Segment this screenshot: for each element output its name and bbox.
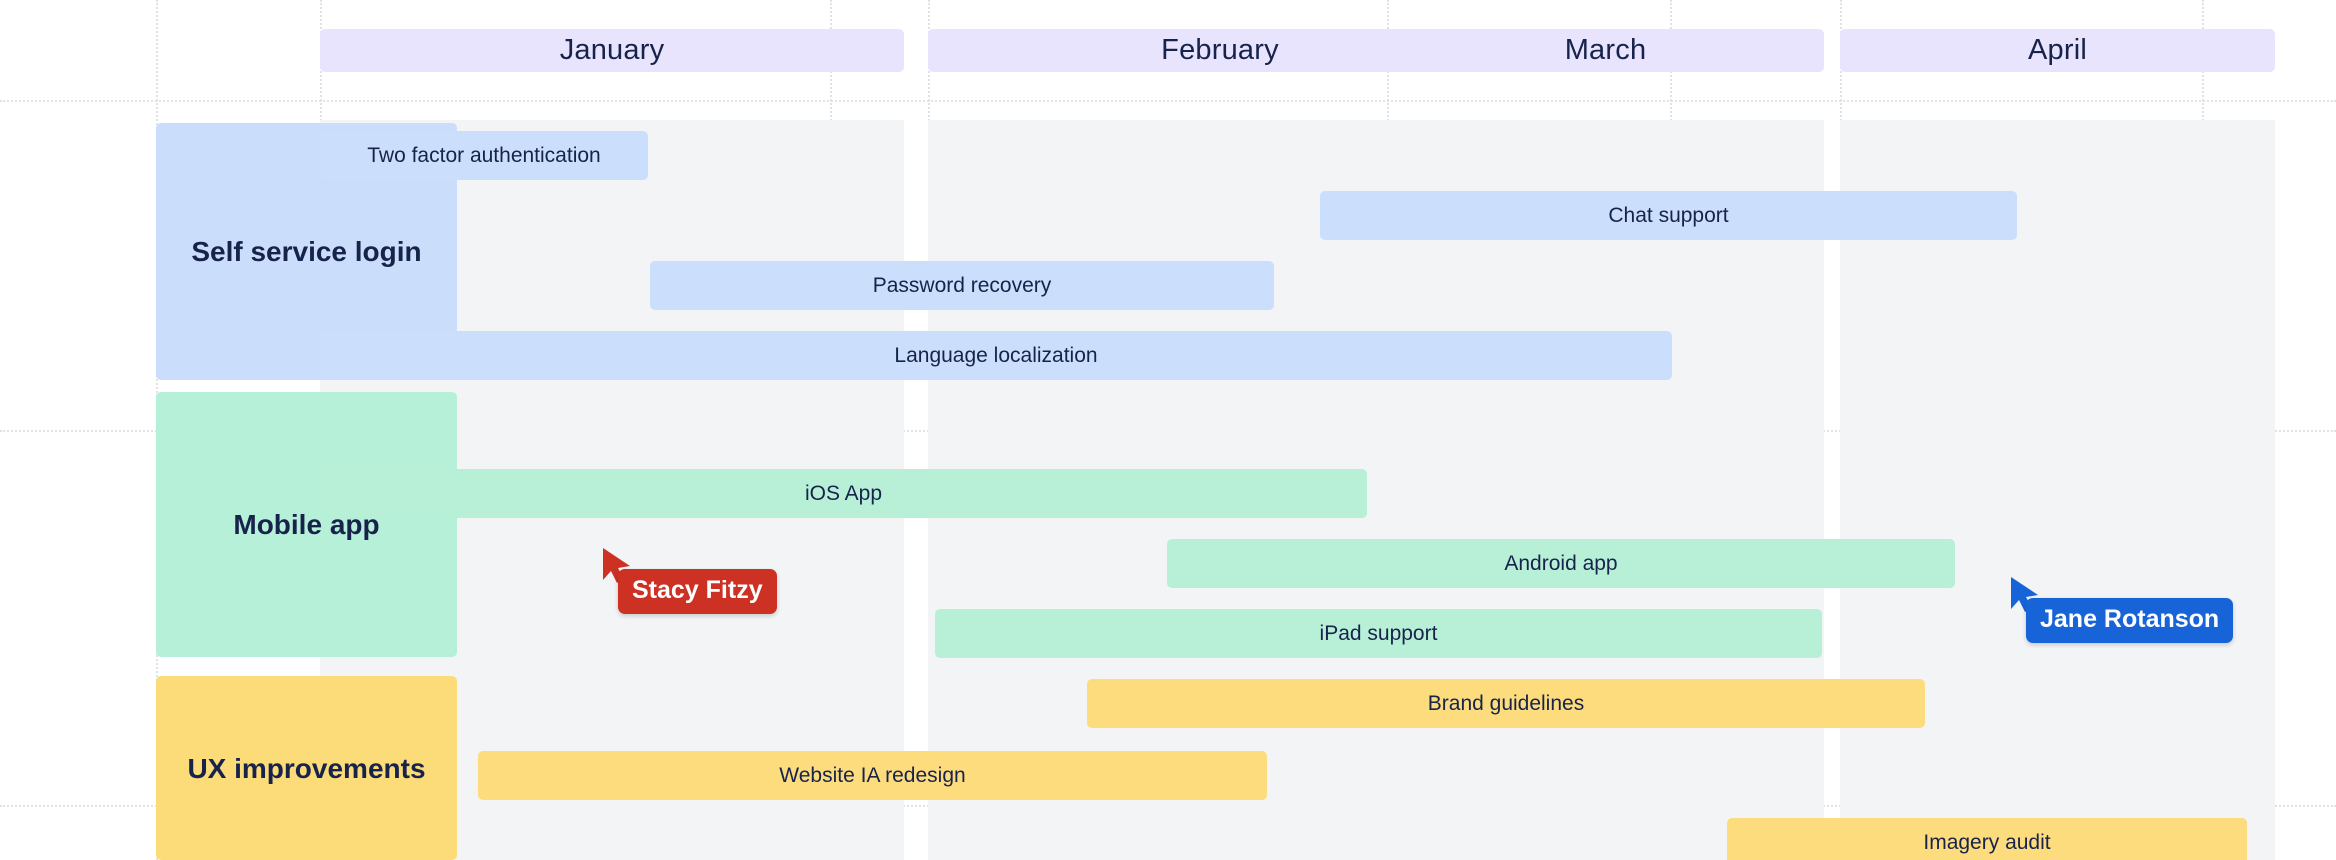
month-header-march[interactable]: March — [1387, 29, 1824, 72]
task-bar-chat-support[interactable]: Chat support — [1320, 191, 2017, 240]
month-header-january[interactable]: January — [320, 29, 904, 72]
task-bar-two-factor-authentication[interactable]: Two factor authentication — [320, 131, 648, 180]
month-track-march — [1387, 120, 1824, 860]
month-track-april — [1840, 120, 2275, 860]
guide-line-horizontal-0 — [0, 100, 2336, 102]
task-bar-imagery-audit[interactable]: Imagery audit — [1727, 818, 2247, 860]
group-card-mobile-app[interactable]: Mobile app — [156, 392, 457, 657]
month-header-april[interactable]: April — [1840, 29, 2275, 72]
group-card-ux-improvements[interactable]: UX improvements — [156, 676, 457, 860]
task-bar-password-recovery[interactable]: Password recovery — [650, 261, 1274, 310]
task-bar-language-localization[interactable]: Language localization — [320, 331, 1672, 380]
task-bar-website-ia-redesign[interactable]: Website IA redesign — [478, 751, 1267, 800]
task-bar-ios-app[interactable]: iOS App — [320, 469, 1367, 518]
task-bar-android-app[interactable]: Android app — [1167, 539, 1955, 588]
task-bar-brand-guidelines[interactable]: Brand guidelines — [1087, 679, 1925, 728]
task-bar-ipad-support[interactable]: iPad support — [935, 609, 1822, 658]
